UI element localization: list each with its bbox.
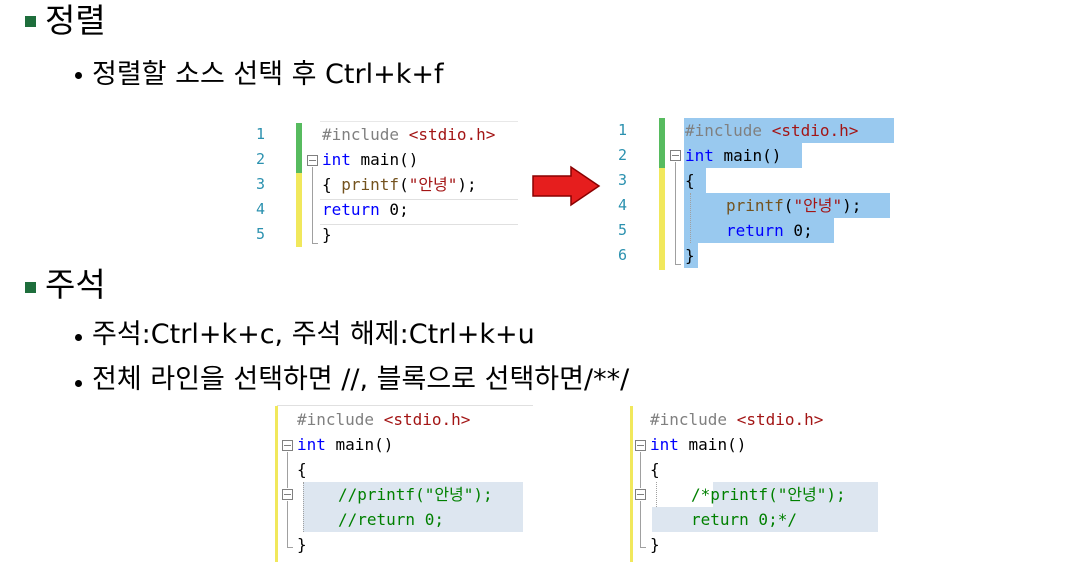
code-panel-block-comment: #include <stdio.h> int main() { /*printf… <box>628 405 890 563</box>
line-number: 1 <box>618 121 628 139</box>
selection-highlight <box>684 168 706 193</box>
change-bar-unsaved <box>659 168 665 270</box>
line-number: 5 <box>618 221 628 239</box>
code-line: return 0; <box>322 200 409 219</box>
selection-highlight <box>684 118 894 143</box>
code-line: return 0; <box>726 221 813 240</box>
outline-guide-end <box>675 264 681 265</box>
collapse-toggle-icon[interactable] <box>282 489 293 500</box>
selection-highlight <box>684 218 834 243</box>
code-line: } <box>322 225 332 244</box>
outline-guide <box>287 452 288 488</box>
outline-guide <box>675 162 676 264</box>
line-number: 3 <box>256 175 266 193</box>
line-number: 5 <box>256 225 266 243</box>
code-line: int main() <box>322 150 419 169</box>
code-line: { <box>297 460 307 479</box>
bullet-square-icon <box>25 16 36 27</box>
change-bar-unsaved <box>630 406 633 562</box>
code-line: #include <stdio.h> <box>297 410 471 429</box>
panel-top-border <box>277 405 533 406</box>
outline-guide <box>287 501 288 547</box>
bullet-dot-icon <box>75 380 82 387</box>
code-line: /*printf("안녕"); <box>691 485 846 504</box>
line-number: 1 <box>256 125 266 143</box>
outline-guide <box>312 167 313 243</box>
collapse-toggle-icon[interactable] <box>282 440 293 451</box>
line-highlight <box>713 482 878 507</box>
code-panel-after: 1 2 3 4 5 6 #include <stdio.h> int main(… <box>610 116 900 272</box>
sort-instruction: 정렬할 소스 선택 후 Ctrl+k+f <box>92 59 444 90</box>
change-bar-unsaved <box>296 173 302 247</box>
top-border-line <box>320 121 518 122</box>
line-number: 3 <box>618 171 628 189</box>
code-line: //return 0; <box>338 510 444 529</box>
outline-guide-end <box>640 547 646 548</box>
line-number: 2 <box>256 150 266 168</box>
code-panel-before: 1 2 3 4 5 #include <stdio.h> int main() … <box>250 121 520 249</box>
code-line: int main() <box>297 435 394 454</box>
change-bar-saved <box>659 118 665 168</box>
line-highlight <box>303 482 523 532</box>
collapse-toggle-icon[interactable] <box>635 440 646 451</box>
change-bar-saved <box>296 123 302 173</box>
code-line: int main() <box>685 146 782 165</box>
indent-guide <box>690 193 691 243</box>
change-bar-unsaved <box>275 406 278 562</box>
code-line: #include <stdio.h> <box>322 125 496 144</box>
bullet-dot-icon <box>75 72 82 79</box>
code-line: int main() <box>650 435 747 454</box>
outline-guide <box>640 501 641 547</box>
code-line: //printf("안녕"); <box>338 485 493 504</box>
bullet-square-icon <box>25 282 36 293</box>
line-number: 4 <box>618 196 628 214</box>
section-title-sort: 정렬 <box>45 1 106 40</box>
line-number: 2 <box>618 146 628 164</box>
comment-mode-text: 전체 라인을 선택하면 //, 블록으로 선택하면/**/ <box>92 364 630 395</box>
arrow-right-icon <box>532 165 601 207</box>
code-line: return 0;*/ <box>691 510 797 529</box>
collapse-toggle-icon[interactable] <box>307 155 318 166</box>
collapse-toggle-icon[interactable] <box>635 489 646 500</box>
code-line: { printf("안녕"); <box>322 175 477 194</box>
outline-guide-end <box>312 243 318 244</box>
selection-highlight <box>684 143 802 168</box>
outline-guide <box>640 452 641 488</box>
code-line: } <box>650 535 660 554</box>
code-line: #include <stdio.h> <box>685 121 859 140</box>
code-line: } <box>297 535 307 554</box>
section-title-comment: 주석 <box>45 265 106 304</box>
outline-guide-end <box>287 547 293 548</box>
indent-guide <box>303 482 304 532</box>
line-highlight <box>320 199 518 225</box>
selection-highlight <box>684 243 698 268</box>
bullet-dot-icon <box>75 334 82 341</box>
line-highlight <box>652 507 878 532</box>
indent-guide <box>656 482 657 507</box>
code-line: #include <stdio.h> <box>650 410 824 429</box>
code-line: { <box>650 460 660 479</box>
line-number: 6 <box>618 246 628 264</box>
line-number: 4 <box>256 200 266 218</box>
code-line: { <box>685 171 695 190</box>
selection-highlight <box>684 193 890 218</box>
code-panel-line-comment: #include <stdio.h> int main() { //printf… <box>273 405 535 563</box>
code-line: printf("안녕"); <box>726 196 862 215</box>
code-line: } <box>685 246 695 265</box>
collapse-toggle-icon[interactable] <box>670 150 681 161</box>
comment-shortcut-text: 주석:Ctrl+k+c, 주석 해제:Ctrl+k+u <box>92 319 535 350</box>
